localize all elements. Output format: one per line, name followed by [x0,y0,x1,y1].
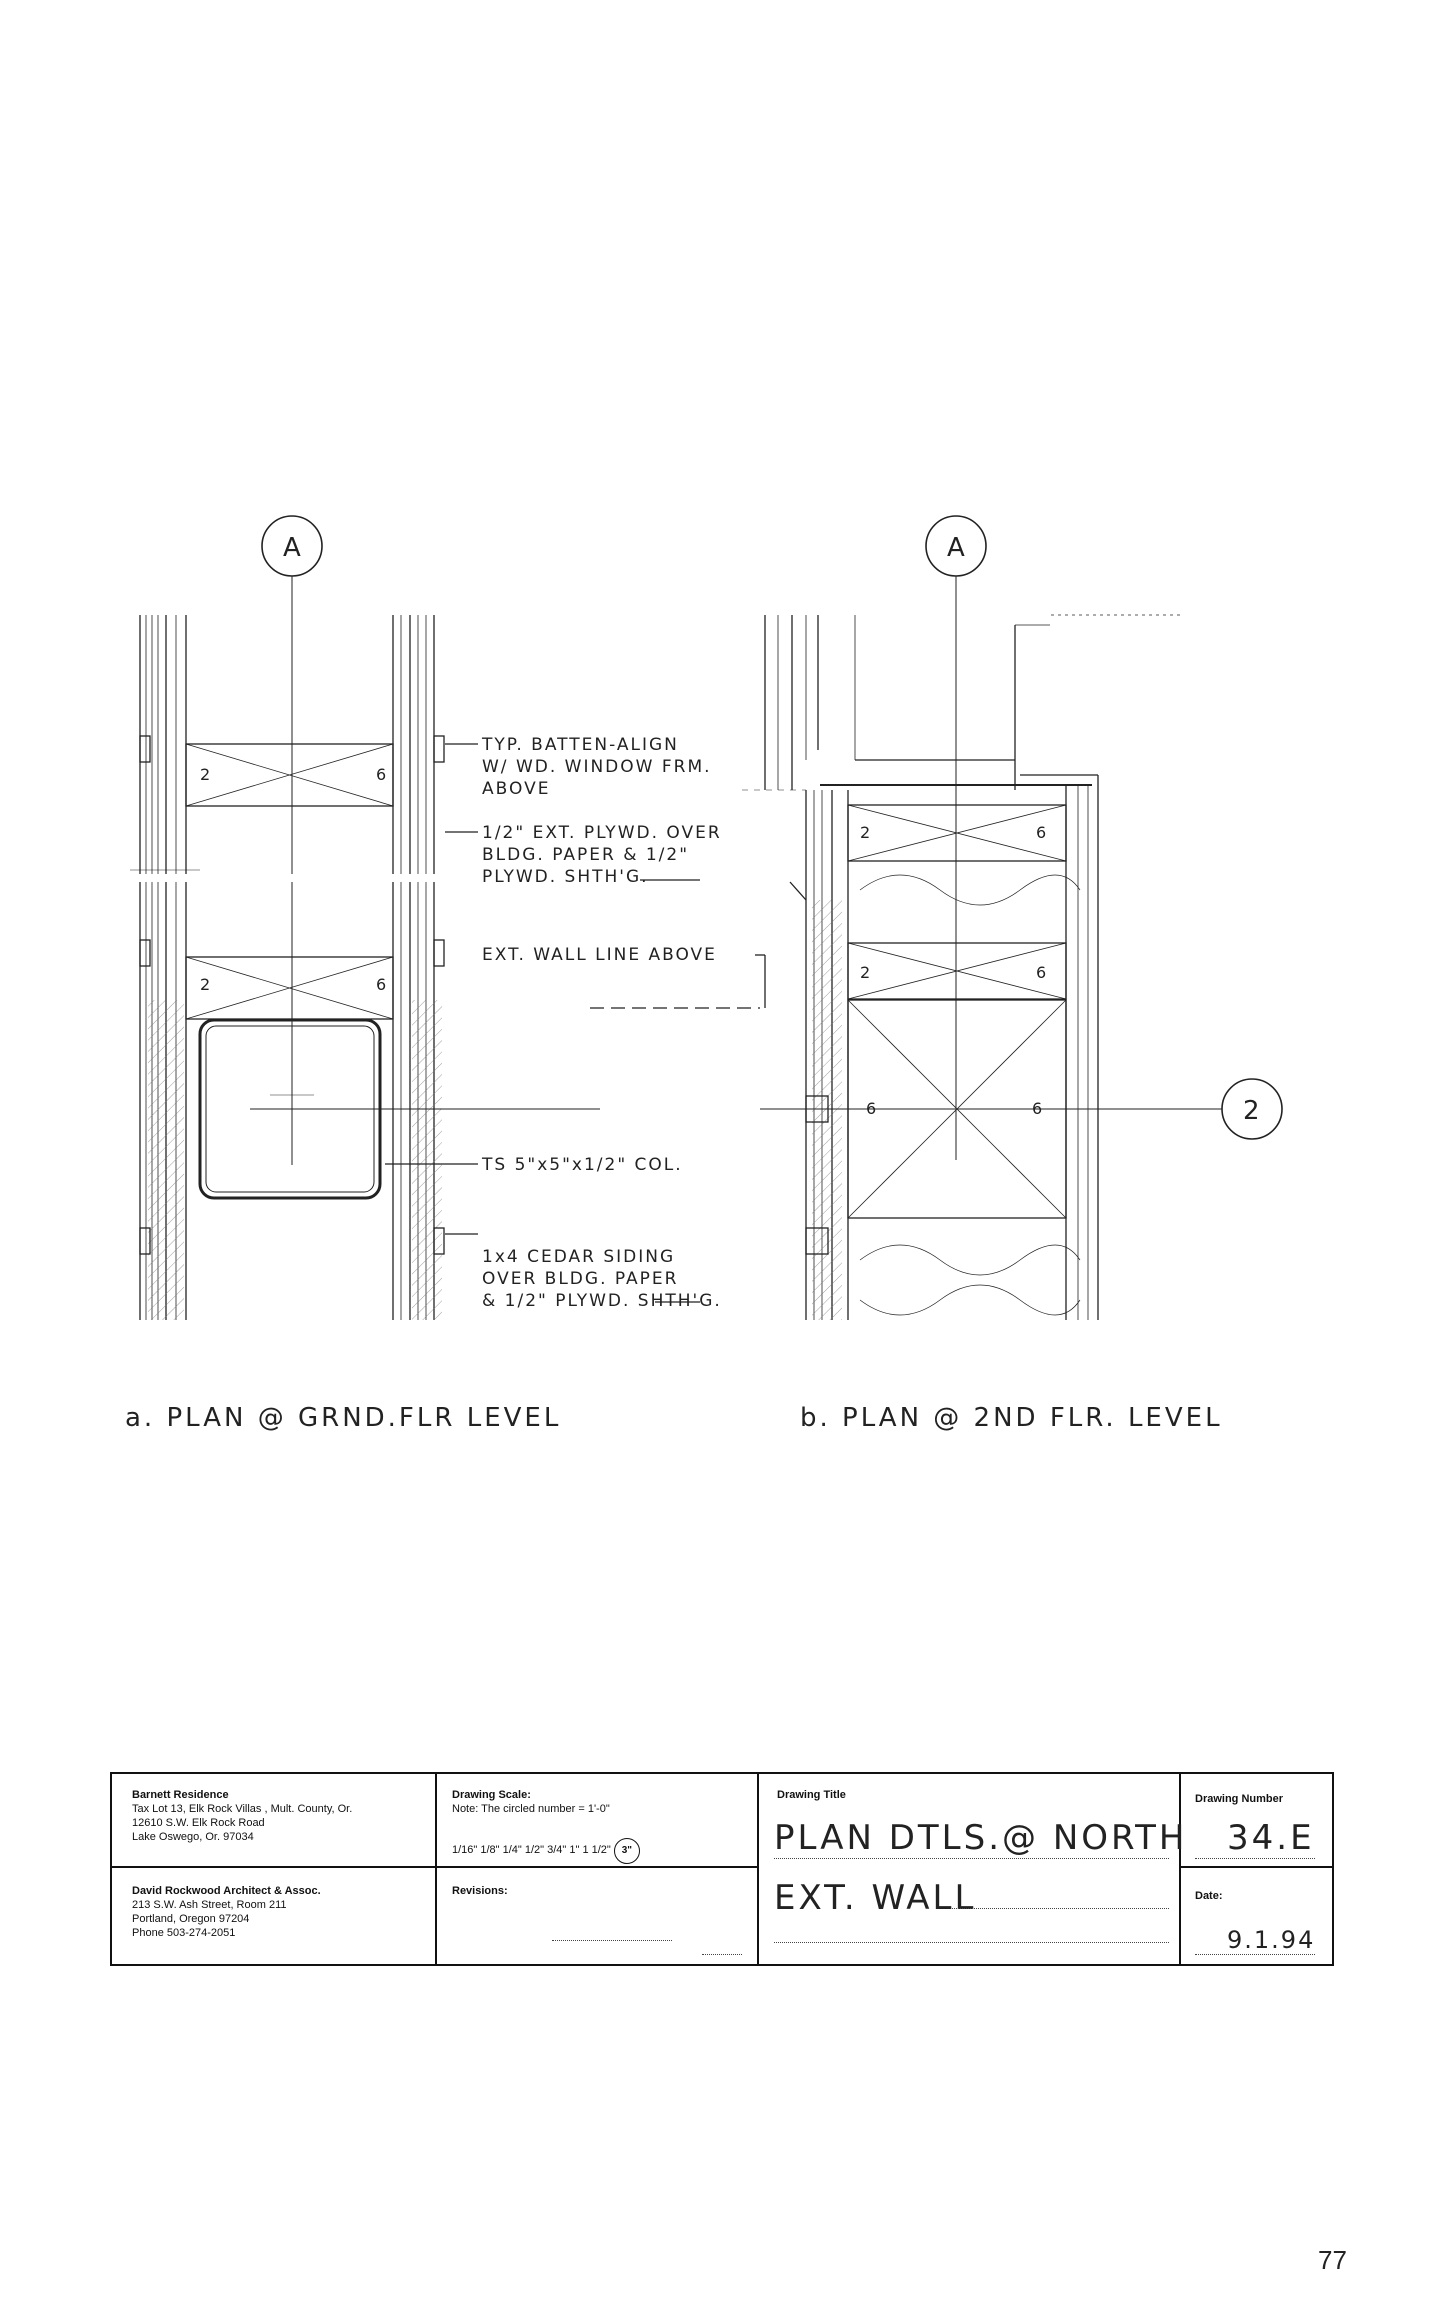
stud-number: 2 [860,823,870,842]
note-plywood-line1: 1/2" EXT. PLYWD. OVER [482,823,722,843]
drawing-scale: Drawing Scale: Note: The circled number … [452,1788,752,1864]
stud-number: 6 [376,975,386,994]
revisions: Revisions: [452,1884,752,1898]
left-wall [139,615,187,1320]
revisions-label: Revisions: [452,1885,508,1897]
detail-b-title: b. PLAN @ 2ND FLR. LEVEL [800,1403,1223,1433]
architect-name: David Rockwood Architect & Assoc. [132,1885,321,1897]
right-wall [392,615,445,1320]
drawing-number: 34.E [1227,1818,1315,1858]
stud-number: 6 [1036,963,1046,982]
note-siding-line2: OVER BLDG. PAPER [482,1269,678,1289]
stud-number: 6 [1032,1099,1042,1118]
date-value: 9.1.94 [1227,1926,1316,1954]
detail-b [742,515,1283,1320]
grid-bubble-a-right-label: A [947,533,965,563]
project-info: Barnett Residence Tax Lot 13, Elk Rock V… [132,1788,432,1844]
stud-number: 2 [200,765,210,784]
grid-bubble-a-left-label: A [283,533,301,563]
title-block: Barnett Residence Tax Lot 13, Elk Rock V… [110,1772,1334,1966]
note-plywood-line3: PLYWD. SHTH'G. [482,867,649,887]
stud-number: 2 [200,975,210,994]
architect-line: Portland, Oregon 97204 [132,1913,250,1925]
stud-number: 6 [1036,823,1046,842]
scale-note: Note: The circled number = 1'-0" [452,1803,610,1815]
drawing-title-box: Drawing Title [777,1788,1167,1802]
grid-bubble-2-label: 2 [1243,1096,1260,1126]
project-name: Barnett Residence [132,1789,229,1801]
note-siding-line3: & 1/2" PLYWD. SHTH'G. [482,1291,722,1311]
scale-label: Drawing Scale: [452,1789,531,1801]
drawing-title-line2: EXT. WALL [774,1878,977,1918]
architect-line: Phone 503-274-2051 [132,1927,236,1939]
project-line: 12610 S.W. Elk Rock Road [132,1817,265,1829]
note-wall-line: EXT. WALL LINE ABOVE [482,945,717,965]
note-plywood-line2: BLDG. PAPER & 1/2" [482,845,689,865]
stud-number: 6 [376,765,386,784]
stud-number: 6 [866,1099,876,1118]
page-number: 77 [1318,2245,1347,2275]
drawing-number-label: Drawing Number [1195,1793,1284,1805]
scale-values: 1/16" 1/8" 1/4" 1/2" 3/4" 1" 1 1/2" [452,1844,611,1856]
scale-circled: 3" [613,1838,640,1864]
architect-info: David Rockwood Architect & Assoc. 213 S.… [132,1884,432,1940]
detail-a [130,515,766,1320]
grid-bubble-2 [1221,1078,1283,1140]
date-label: Date: [1195,1890,1223,1902]
architect-line: 213 S.W. Ash Street, Room 211 [132,1899,287,1911]
note-batten-line1: TYP. BATTEN-ALIGN [481,735,679,755]
project-line: Lake Oswego, Or. 97034 [132,1831,254,1843]
note-siding-line1: 1x4 CEDAR SIDING [482,1247,675,1267]
detail-a-title: a. PLAN @ GRND.FLR LEVEL [125,1403,561,1433]
note-batten-line3: ABOVE [482,779,550,799]
note-batten-line2: W/ WD. WINDOW FRM. [482,757,712,777]
drawing-title-line1: PLAN DTLS.@ NORTH [774,1818,1188,1858]
project-line: Tax Lot 13, Elk Rock Villas , Mult. Coun… [132,1803,353,1815]
stud-number: 2 [860,963,870,982]
note-column: TS 5"x5"x1/2" COL. [481,1155,683,1175]
drawing-title-label: Drawing Title [777,1789,846,1801]
